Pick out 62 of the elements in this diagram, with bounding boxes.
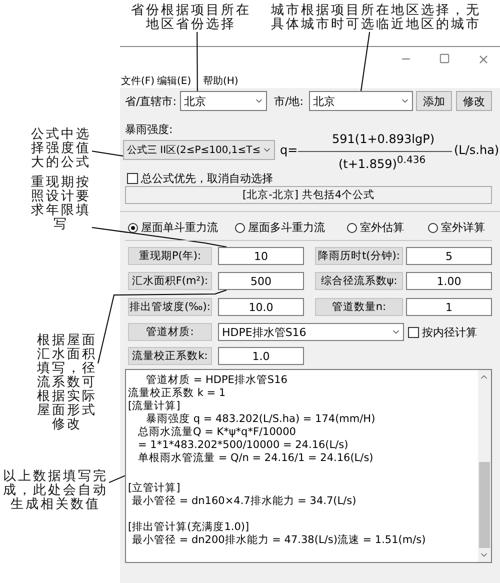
parameter-button: 流量校正系数k:: [128, 347, 212, 365]
formula-text: q=: [280, 143, 298, 157]
info-bar: [北京-北京] 共包括4个公式: [125, 186, 492, 204]
callout-text: 根据屋面汇水面积填写，径流系数可根据实际屋面形式修改: [36, 334, 98, 432]
field-label: 暴雨强度:: [125, 122, 173, 137]
callout-text: 省份根据项目所在地区省份选择: [130, 4, 252, 32]
output-text-line: 管道材质 = HDPE排水管S16: [146, 374, 288, 387]
dropdown-field: 北京: [180, 91, 267, 111]
formula-numerator: 591(1+0.893lgP): [332, 132, 432, 146]
input-field: 10: [218, 247, 304, 265]
leader-line: [360, 32, 370, 92]
edit-button: 修改: [456, 91, 492, 111]
dropdown-field: 北京: [309, 91, 413, 111]
radio-option: 室外详算: [428, 220, 485, 235]
field-label: 省/直辖市:: [125, 94, 176, 109]
parameter-button: 汇水面积F(m²):: [128, 272, 212, 290]
output-text-line: 最小管径 = dn160×4.7排水能力 = 34.7(L/s): [132, 495, 356, 508]
output-text-line: 暴雨强度 q = 483.202(L/S.ha) = 174(mm/H): [146, 413, 376, 426]
field-label: 市/地:: [274, 94, 304, 109]
output-text-line: [立管计算]: [128, 482, 180, 495]
input-field: 10.0: [218, 298, 304, 316]
formula-denominator: (t+1.859)$^{0.436}$: [337, 155, 427, 171]
parameter-button: 重现期P(年):: [128, 247, 212, 265]
leader-line: [92, 150, 124, 156]
dropdown-field: HDPE排水管S16: [218, 323, 404, 341]
output-text-line: [排出管计算(充满度1.0)]: [128, 521, 250, 534]
parameter-button: 降雨历时t(分钟):: [315, 247, 403, 265]
leader-line: [196, 32, 198, 92]
input-field: 5: [406, 247, 492, 265]
callout-text: 城市根据项目所在地区选择，无具体城市时可选临近地区的城市: [270, 4, 482, 32]
menu-item: 帮助(H): [203, 74, 238, 88]
radio-option: 屋面多斗重力流: [235, 220, 325, 235]
callout-text: 公式中选择强度值大的公式: [30, 128, 92, 170]
unit-text: (L/s.ha): [454, 143, 500, 157]
parameter-button: 排出管坡度(‰):: [128, 298, 212, 316]
callout-text: 以上数据填写完成，此处会自动生成相关数值: [2, 470, 109, 512]
parameter-button: 管道数量n:: [315, 298, 403, 316]
output-text-line: 流量校正系数 k = 1: [128, 387, 226, 400]
input-field: 1.00: [406, 272, 492, 290]
input-field: 500: [218, 272, 304, 290]
parameter-button: 综合径流系数ψ:: [315, 272, 403, 290]
output-text-line: 总雨水流量Q = K*ψ*q*F/10000: [138, 426, 296, 439]
add-button: 添加: [416, 91, 452, 111]
callout-text: 重现期按照设计要求年限填写: [30, 176, 92, 232]
radio-option: 室外估算: [347, 220, 404, 235]
leader-line: [98, 290, 228, 364]
checkbox: 按内径计算: [408, 325, 477, 340]
input-field: 1.0: [218, 347, 304, 365]
output-text-area: [125, 369, 492, 563]
dropdown-field: 公式三 II区(2≤P≤100,1≤T≤: [123, 140, 275, 160]
menu-item: 编辑(E): [157, 74, 192, 88]
leader-line: [92, 227, 228, 248]
input-field: 1: [406, 298, 492, 316]
parameter-button: 管道材质:: [128, 323, 212, 341]
output-text-line: [流量计算]: [128, 400, 180, 413]
radio-option: 屋面单斗重力流: [128, 220, 218, 235]
menu-item: 文件(F): [121, 74, 155, 88]
output-text-line: 最小管径 = dn200排水能力 = 47.38(L/s)流速 = 1.51(m/s): [132, 534, 426, 547]
output-text-line: 单根雨水管流量 = Q/n = 24.16/1 = 24.16(L/s): [138, 452, 374, 465]
leader-line: [108, 475, 126, 484]
output-text-line: = 1*1*483.202*500/10000 = 24.16(L/s): [138, 439, 348, 452]
checkbox: 总公式优先，取消自动选择: [127, 171, 273, 186]
